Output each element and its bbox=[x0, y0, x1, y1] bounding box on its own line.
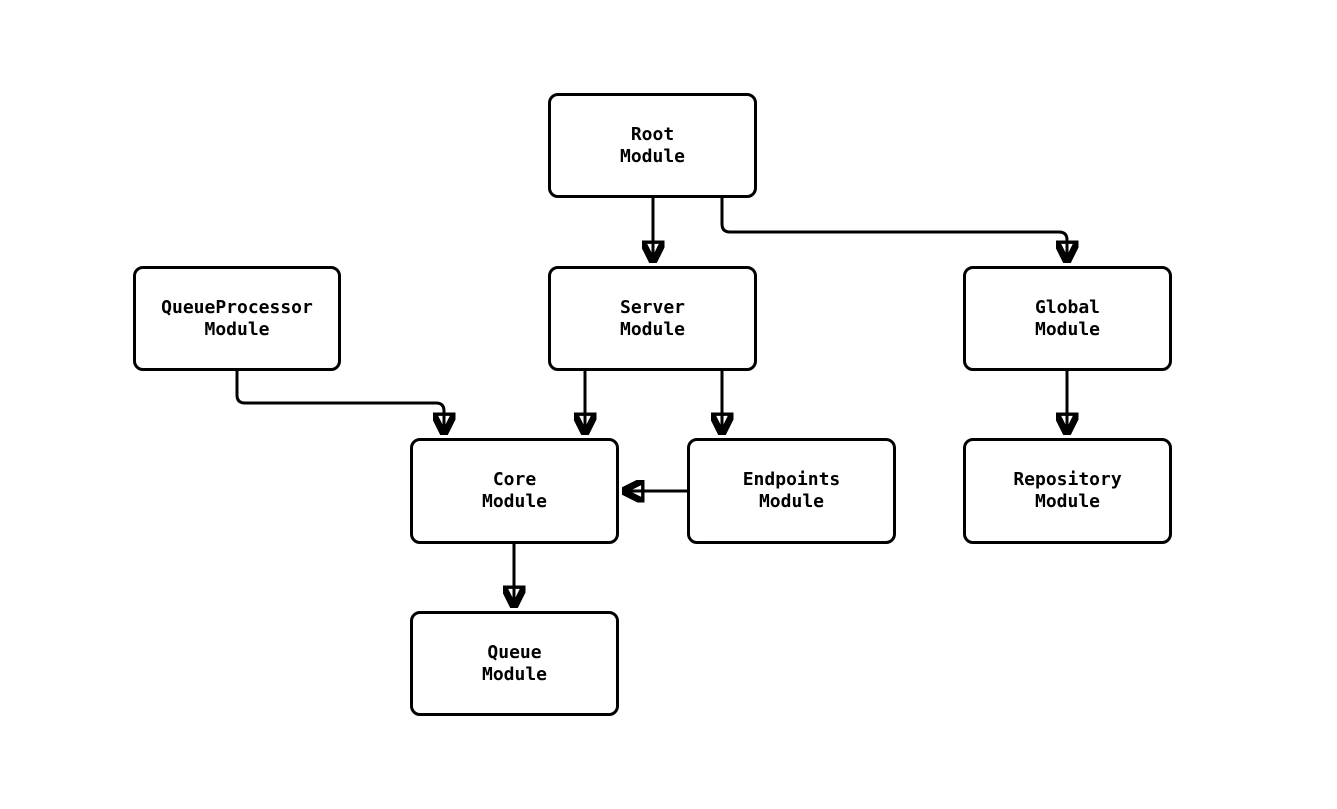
node-queueprocessor-module-label: QueueProcessor Module bbox=[161, 296, 313, 340]
node-queue-module-label: Queue Module bbox=[481, 641, 548, 685]
node-repository-module-label: Repository Module bbox=[1013, 469, 1122, 512]
node-endpoints-module-label: Endpoints Module bbox=[742, 469, 841, 512]
node-global-module: Global Module bbox=[963, 266, 1172, 371]
node-server-module: Server Module bbox=[548, 266, 757, 371]
node-repository-module: Repository Module bbox=[963, 438, 1172, 544]
node-server-module-label: Server Module bbox=[619, 296, 686, 340]
node-queueprocessor-module: QueueProcessor Module bbox=[133, 266, 341, 371]
node-queue-module: Queue Module bbox=[410, 611, 619, 716]
node-endpoints-module: Endpoints Module bbox=[687, 438, 896, 544]
edge-queueprocessor-to-core bbox=[235, 371, 444, 435]
edge-root-to-global bbox=[720, 198, 1067, 263]
node-root-module-label: Root Module bbox=[619, 123, 686, 167]
node-root-module: Root Module bbox=[548, 93, 757, 198]
node-global-module-label: Global Module bbox=[1034, 296, 1101, 340]
node-core-module: Core Module bbox=[410, 438, 619, 544]
node-core-module-label: Core Module bbox=[481, 469, 548, 512]
